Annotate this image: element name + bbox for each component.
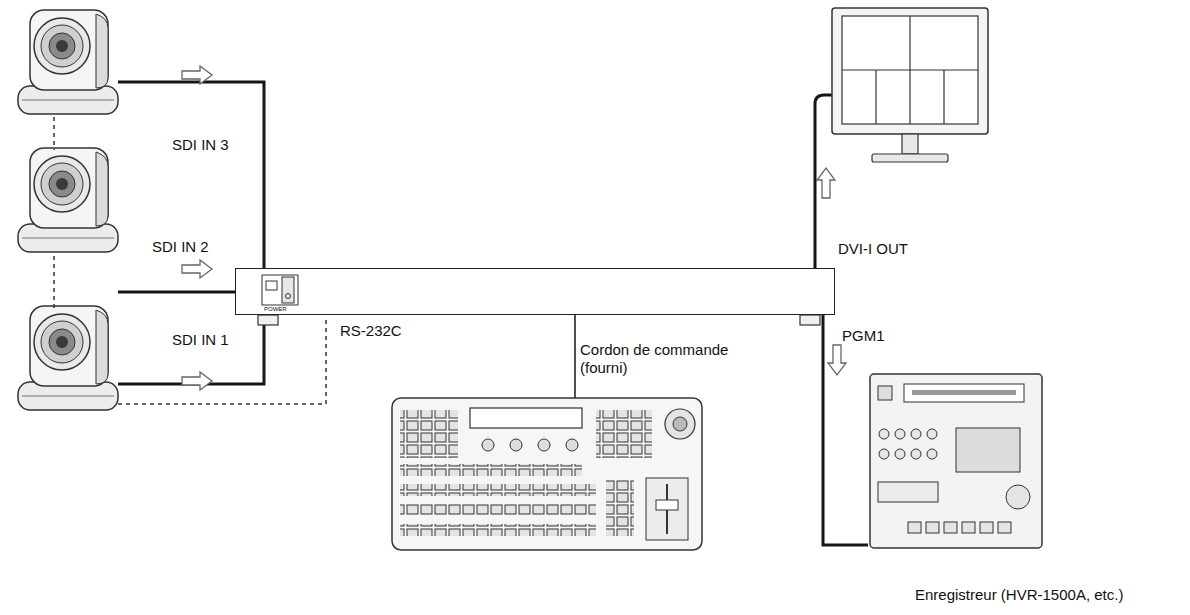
- control-panel: [566, 439, 578, 451]
- power-switch: [266, 281, 277, 290]
- signal-arrow: [182, 66, 835, 390]
- recorder-screen: [956, 428, 1020, 472]
- recorder-button: [879, 449, 889, 459]
- signal-label: SDI IN 3: [172, 136, 229, 154]
- monitor: [875, 70, 876, 124]
- recorder-button: [879, 429, 889, 439]
- connector: [823, 315, 868, 545]
- control-panel: [538, 439, 550, 451]
- control-panel: [392, 398, 702, 550]
- recorder-button: [895, 449, 905, 459]
- monitor: [943, 70, 944, 124]
- control-panel: [596, 410, 652, 458]
- control-panel: [510, 439, 522, 451]
- camera: [18, 148, 118, 252]
- signal-arrow: [828, 345, 846, 375]
- camera: [18, 306, 118, 410]
- control-panel: [400, 464, 582, 476]
- unit-foot: [258, 315, 278, 325]
- control-chain: [54, 117, 326, 404]
- sdi-cable: [118, 82, 264, 268]
- sdi-cable: [118, 291, 235, 294]
- control-panel: [482, 439, 494, 451]
- signal-arrow: [817, 168, 835, 198]
- control-chain: [53, 256, 55, 308]
- control-panel: [646, 478, 688, 540]
- sdi-cable: [118, 315, 264, 384]
- recorder-button: [878, 386, 892, 400]
- control-panel: [606, 480, 634, 536]
- switch-art: [236, 269, 834, 314]
- control-cable: [574, 315, 576, 400]
- switcher-unit: POWER: [235, 268, 835, 315]
- control-panel: [665, 409, 695, 439]
- recorder-button: [911, 449, 921, 459]
- control-panel: [400, 504, 596, 516]
- recorder-slot: [912, 390, 1016, 395]
- recorder-button: [998, 522, 1011, 533]
- signal-label: SDI IN 1: [172, 331, 229, 349]
- control-panel: [392, 398, 702, 550]
- power-switch: [282, 277, 294, 303]
- recorder-button: [895, 429, 905, 439]
- recorder-button: [878, 482, 938, 502]
- control-panel: [400, 524, 596, 536]
- monitor: [842, 16, 978, 124]
- control-chain: [53, 117, 55, 150]
- control-panel: [656, 500, 678, 510]
- node-text: Enregistreur (HVR-1500A, etc.): [915, 586, 1123, 604]
- control-panel: [673, 417, 687, 431]
- recorder-button: [944, 522, 957, 533]
- recorder: Enregistreur (HVR-1500A, etc.): [868, 372, 1188, 612]
- control-panel: [400, 484, 596, 496]
- recorder-slot: [904, 384, 1024, 402]
- recorder-button: [927, 429, 937, 439]
- signal-arrow: [182, 260, 212, 278]
- monitor: [909, 70, 910, 124]
- recorder-button: [962, 522, 975, 533]
- control-panel: [470, 408, 582, 428]
- signal-arrow: [182, 372, 212, 390]
- monitor: [902, 134, 918, 154]
- sdi-cable: [118, 82, 264, 384]
- monitor: [909, 16, 910, 70]
- monitor: [832, 8, 988, 162]
- signal-arrow: [182, 66, 212, 84]
- camera: [18, 10, 118, 114]
- signal-label: SDI IN 2: [152, 238, 209, 256]
- recorder-button: [927, 449, 937, 459]
- dvi-cable: [815, 95, 832, 268]
- recorder-art: [868, 372, 1188, 612]
- monitor: [872, 154, 948, 162]
- recorder-dial: [1006, 485, 1030, 509]
- recorder-button: [911, 429, 921, 439]
- signal-label: RS-232C: [340, 322, 402, 340]
- unit-foot: [800, 315, 820, 325]
- cable-line: [823, 315, 868, 545]
- recorder-button: [926, 522, 939, 533]
- power-switch: [286, 294, 291, 299]
- edge-label: PGM1: [842, 327, 885, 345]
- signal-label: Cordon de commande (fourni): [580, 341, 730, 377]
- recorder-button: [980, 522, 993, 533]
- control-panel: [400, 410, 458, 458]
- signal-label: DVI-I OUT: [838, 240, 908, 258]
- recorder-body: [870, 374, 1042, 548]
- node-text: POWER: [264, 305, 287, 314]
- recorder-button: [908, 522, 921, 533]
- monitor: [832, 8, 988, 134]
- control-chain: [118, 316, 326, 404]
- power-switch: [262, 275, 298, 305]
